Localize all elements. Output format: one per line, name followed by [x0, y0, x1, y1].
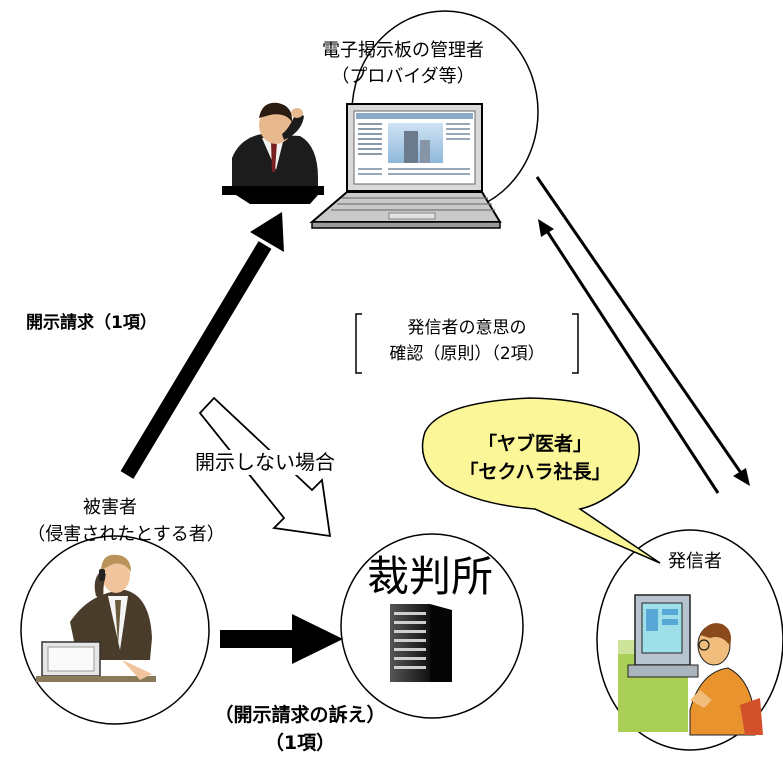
- victim-circle: [20, 535, 210, 725]
- confirm-bracket-left: [355, 313, 362, 374]
- speech-line1: 「ヤブ医者」: [477, 433, 592, 455]
- admin-subtitle: （プロバイダ等）: [331, 66, 475, 87]
- court-circle: [340, 533, 524, 719]
- sender-illustration: [618, 594, 763, 736]
- admin-person-illustration: [222, 102, 324, 204]
- speech-bubble: [421, 397, 661, 564]
- admin-title: 電子掲示板の管理者: [322, 40, 484, 61]
- confirm-line1: 発信者の意思の: [407, 318, 527, 338]
- lawsuit-arrow: [220, 614, 343, 664]
- confirm-bracket-right: [572, 313, 579, 374]
- sender-title: 発信者: [668, 551, 722, 572]
- confirm-arrow-to-sender: [535, 176, 750, 486]
- lawsuit-line1: （開示請求の訴え）: [214, 704, 386, 726]
- speech-line2: 「セクハラ社長」: [459, 461, 611, 483]
- victim-subtitle: （侵害されたとする者）: [27, 524, 225, 545]
- court-title: 裁判所: [366, 552, 493, 601]
- confirm-arrow-to-admin: [538, 219, 720, 494]
- laptop-illustration: [309, 103, 502, 229]
- sender-circle: [596, 529, 783, 751]
- request-label: 開示請求（1項）: [26, 313, 157, 333]
- request-arrow: [120, 212, 284, 479]
- lawsuit-line2: （1項）: [264, 732, 336, 754]
- confirm-line2: 確認（原則）（2項）: [389, 344, 545, 364]
- victim-title: 被害者: [83, 497, 137, 518]
- court-building-icon: [390, 604, 452, 682]
- no-disclosure-label: 開示しない場合: [193, 450, 337, 475]
- victim-illustration: [36, 554, 156, 682]
